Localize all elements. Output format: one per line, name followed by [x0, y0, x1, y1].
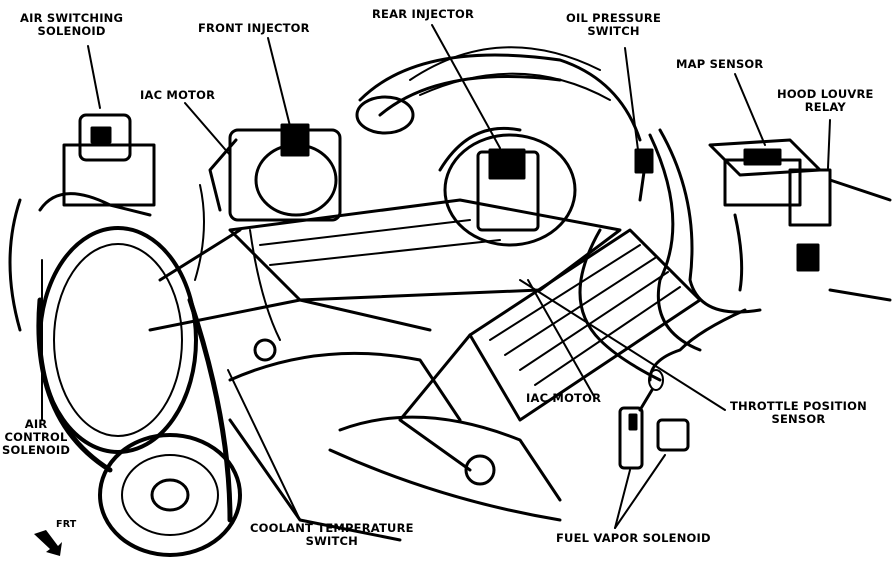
- fuel-vapor-solenoid-text: FUEL VAPOR SOLENOID: [556, 531, 711, 545]
- air-control-solenoid-line1: AIR: [24, 417, 48, 431]
- label-map-sensor: MAP SENSOR: [676, 58, 763, 71]
- label-air-control-solenoid: AIR CONTROL SOLENOID: [2, 418, 70, 457]
- front-injector-text: FRONT INJECTOR: [198, 21, 310, 35]
- coolant-temperature-switch-line1: COOLANT TEMPERATURE: [250, 521, 414, 535]
- fuel-vapor-solenoid-shape: [618, 369, 690, 470]
- oil-pressure-switch-line1: OIL PRESSURE: [566, 11, 662, 25]
- air-switching-solenoid-line1: AIR SWITCHING: [20, 11, 124, 25]
- label-front-injector: FRONT INJECTOR: [198, 22, 310, 35]
- hood-louvre-relay-line1: HOOD LOUVRE: [777, 87, 874, 101]
- iac-motor-top-text: IAC MOTOR: [140, 88, 216, 102]
- throttle-position-sensor-line1: THROTTLE POSITION: [730, 399, 867, 413]
- air-control-solenoid-line3: SOLENOID: [2, 443, 71, 457]
- label-front-marker: FRT: [56, 518, 76, 531]
- label-air-switching-solenoid: AIR SWITCHING SOLENOID: [20, 12, 123, 38]
- lower-engine: [228, 338, 562, 542]
- oil-pressure-switch-line2: SWITCH: [587, 24, 640, 38]
- hood-louvre-relay-line2: RELAY: [804, 100, 846, 114]
- front-throttle-body: [208, 123, 342, 222]
- rear-throttle-body: [438, 126, 577, 247]
- wiring: [194, 128, 762, 382]
- rear-injector-text: REAR INJECTOR: [372, 7, 475, 21]
- air-switching-solenoid-shape: [38, 113, 156, 217]
- front-marker-text: FRT: [56, 519, 77, 530]
- leader-lines: [41, 24, 831, 529]
- map-sensor-shape: [708, 138, 892, 302]
- air-switching-solenoid-line2: SOLENOID: [37, 24, 106, 38]
- label-rear-injector: REAR INJECTOR: [372, 8, 474, 21]
- label-iac-motor-top: IAC MOTOR: [140, 89, 215, 102]
- label-hood-louvre-relay: HOOD LOUVRE RELAY: [777, 88, 874, 114]
- pulley-assembly: [8, 198, 242, 557]
- map-sensor-text: MAP SENSOR: [676, 57, 764, 71]
- oil-pressure-switch-shape: [634, 148, 654, 202]
- valve-cover: [398, 228, 702, 472]
- label-fuel-vapor-solenoid: FUEL VAPOR SOLENOID: [556, 532, 711, 545]
- throttle-position-sensor-line2: SENSOR: [771, 412, 826, 426]
- label-oil-pressure-switch: OIL PRESSURE SWITCH: [566, 12, 661, 38]
- air-control-solenoid-line2: CONTROL: [4, 430, 68, 444]
- label-throttle-position-sensor: THROTTLE POSITION SENSOR: [730, 400, 867, 426]
- arrow-icon: [34, 530, 62, 556]
- intake-manifold: [148, 198, 622, 332]
- label-iac-motor-bottom: IAC MOTOR: [526, 392, 601, 405]
- coolant-temperature-switch-line2: SWITCH: [305, 534, 359, 548]
- air-cleaner-outline: [355, 46, 642, 142]
- iac-motor-bottom-text: IAC MOTOR: [526, 391, 602, 405]
- label-coolant-temperature-switch: COOLANT TEMPERATURE SWITCH: [250, 522, 414, 548]
